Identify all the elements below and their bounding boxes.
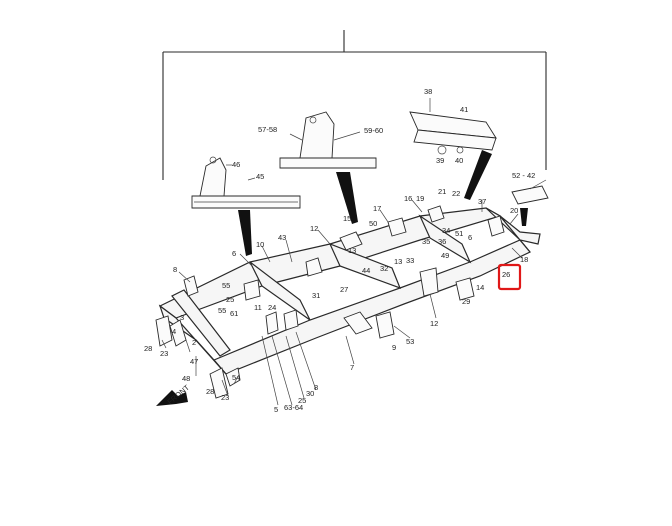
callout-3: 3 [180,313,184,322]
callout-48: 48 [182,374,190,383]
callout-5: 5 [274,405,278,414]
callout-6b: 6 [468,233,472,242]
callout-43: 43 [278,233,286,242]
callout-54: 54 [232,373,240,382]
callout-33: 33 [406,256,414,265]
callout-8b: 8 [314,383,318,392]
callout-37: 37 [478,197,486,206]
callout-21: 21 [438,187,446,196]
callout-24: 24 [268,303,276,312]
callout-38: 38 [424,87,432,96]
highlight-box-26[interactable] [497,263,522,291]
callout-57-58: 57-58 [258,125,277,134]
callout-55a: 55 [222,281,230,290]
callout-29: 29 [462,297,470,306]
callout-36: 36 [438,237,446,246]
callout-25b: 25 [298,396,306,405]
callout-8: 8 [173,265,177,274]
callout-labels: 38 41 39 40 52 - 42 57-58 59-60 46 45 21… [144,87,535,414]
callout-23b: 23 [221,393,229,402]
callout-50: 50 [369,219,377,228]
callout-28: 28 [144,344,152,353]
callout-20: 20 [510,206,518,215]
callout-9: 9 [392,343,396,352]
callout-7: 7 [350,363,354,372]
callout-14: 14 [476,283,484,292]
callout-16: 16 [404,194,412,203]
detail-inset-36-41 [409,98,497,200]
callout-47: 47 [190,357,198,366]
callout-26: 26 [502,270,510,279]
callout-27: 27 [340,285,348,294]
callout-11: 11 [254,303,262,312]
callout-52-42: 52 - 42 [512,171,535,180]
callout-23a: 23 [160,349,168,358]
callout-13a: 13 [348,246,356,255]
callout-40: 40 [455,156,463,165]
callout-35: 35 [422,237,430,246]
callout-31: 31 [312,291,320,300]
callout-2: 2 [192,338,196,347]
callout-61: 61 [230,309,238,318]
callout-19: 19 [416,194,424,203]
callout-46: 46 [232,160,240,169]
callout-49: 49 [441,251,449,260]
callout-28b: 28 [206,387,214,396]
callout-51: 51 [455,229,463,238]
callout-12b: 12 [430,319,438,328]
detail-inset-52-42 [511,179,549,226]
callout-6: 6 [232,249,236,258]
callout-45: 45 [256,172,264,181]
callout-39: 39 [436,156,444,165]
callout-32: 32 [380,264,388,273]
callout-53a: 53 [406,337,414,346]
callout-22: 22 [452,189,460,198]
detail-inset-45-46 [191,156,301,256]
callout-55b: 55 [218,306,226,315]
callout-30: 30 [306,389,314,398]
callout-10: 10 [256,240,264,249]
callout-18: 18 [520,255,528,264]
callout-12a: 12 [310,224,318,233]
callout-41: 41 [460,105,468,114]
callout-17: 17 [373,204,381,213]
chassis-frame [155,199,541,406]
callout-4: 4 [172,327,176,336]
front-direction-arrow: FRONT [156,383,191,406]
callout-15: 15 [343,214,351,223]
detail-inset-57-60 [279,111,377,224]
callout-59-60: 59-60 [364,126,383,135]
callout-44: 44 [362,266,370,275]
callout-bracket [162,30,547,180]
callout-13b: 13 [394,257,402,266]
callout-34: 34 [442,226,450,235]
callout-63-64: 63-64 [284,403,303,412]
callout-25a: 25 [226,295,234,304]
